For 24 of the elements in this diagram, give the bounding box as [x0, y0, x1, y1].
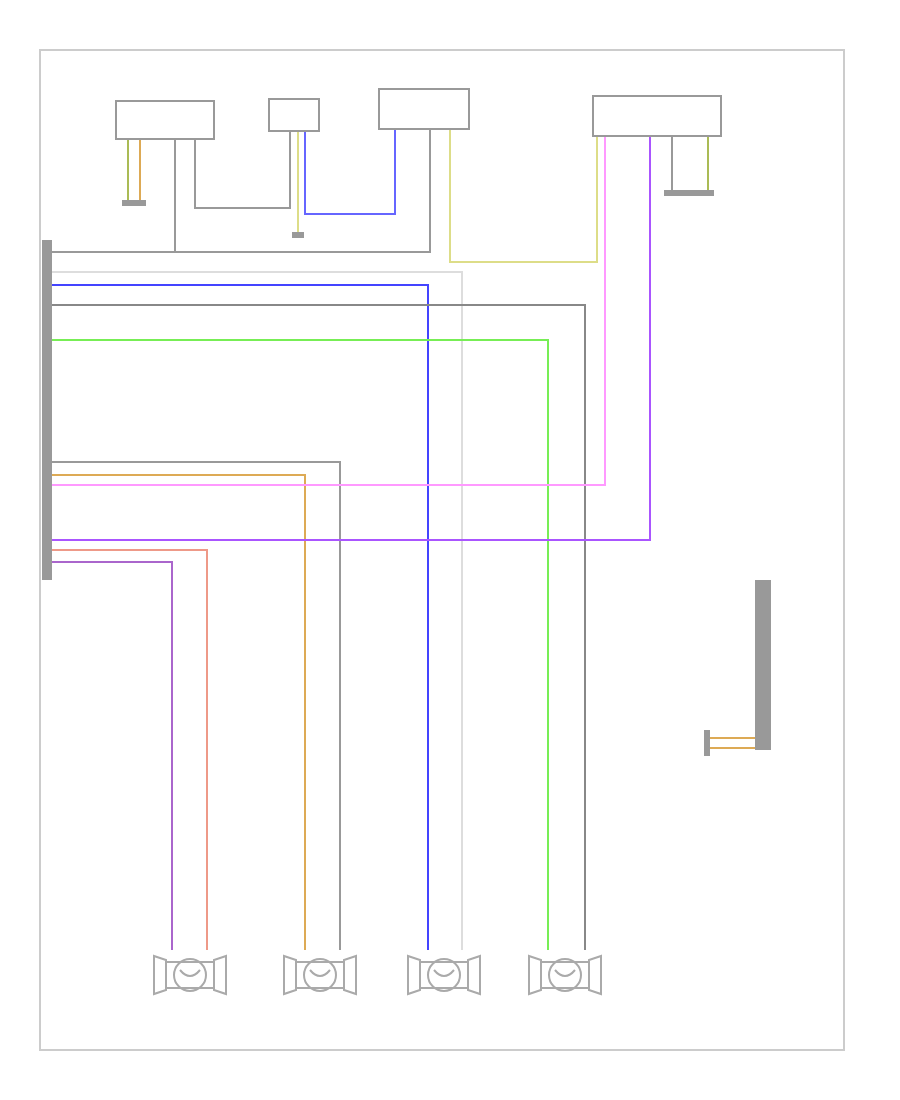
component-box	[378, 88, 470, 130]
connector-bar	[292, 232, 304, 238]
wire	[51, 549, 208, 951]
wire	[709, 737, 756, 739]
connector-bar	[704, 730, 710, 756]
wire	[709, 747, 756, 749]
wire	[304, 129, 396, 215]
component-box	[592, 95, 722, 137]
connector-bar	[122, 200, 146, 206]
wire	[194, 131, 291, 209]
wire	[139, 139, 141, 201]
wire	[127, 139, 129, 201]
wire	[449, 129, 598, 263]
wire	[707, 136, 709, 191]
component-box	[115, 100, 215, 140]
wire	[671, 136, 673, 191]
wire	[51, 136, 606, 486]
wire	[297, 131, 299, 233]
wire	[51, 561, 173, 951]
connector-bar	[755, 580, 771, 750]
connector-bar	[664, 190, 714, 196]
connector-bar	[42, 240, 52, 580]
wire	[51, 136, 651, 541]
component-box	[268, 98, 320, 132]
